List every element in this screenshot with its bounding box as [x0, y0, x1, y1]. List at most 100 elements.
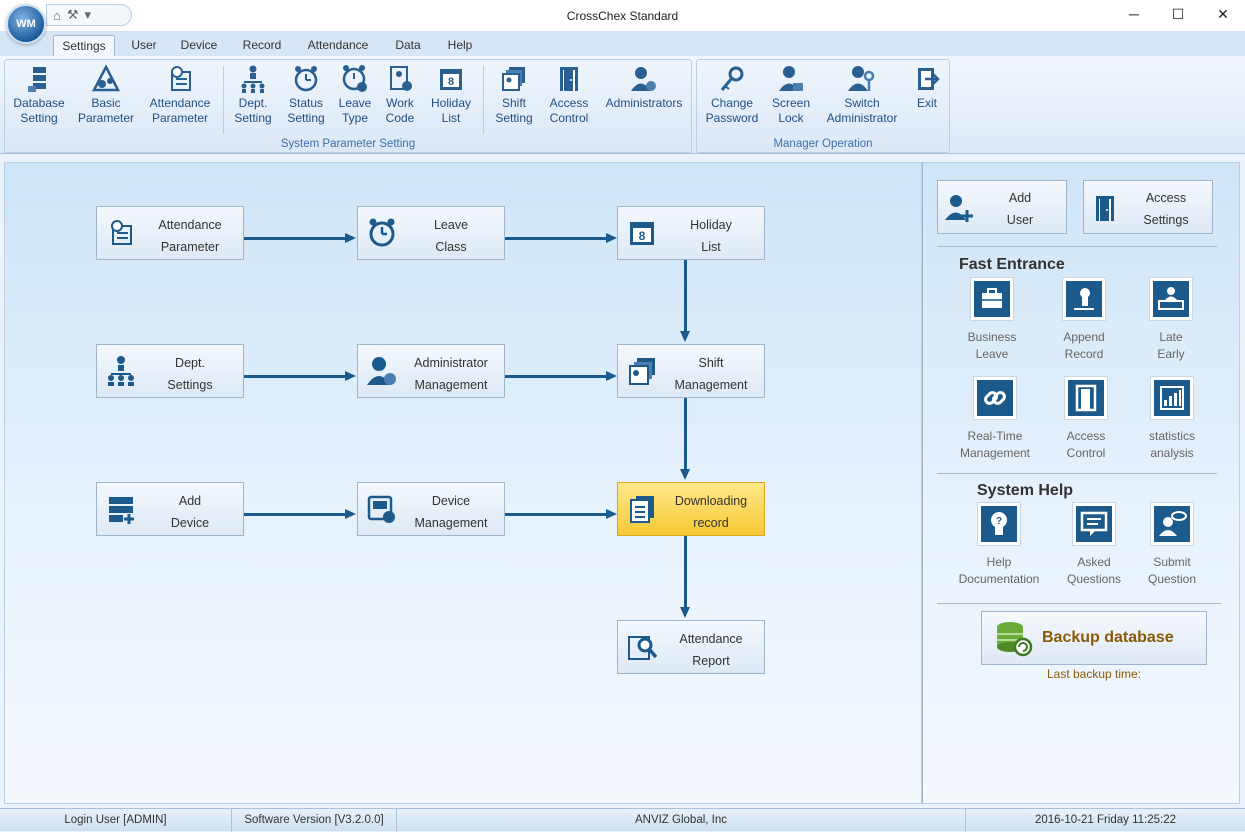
access-control-button[interactable]: Access Control [543, 64, 595, 126]
tab-settings[interactable]: Settings [53, 35, 115, 56]
status-setting-button[interactable]: Status Setting [283, 64, 329, 126]
label-line2: Setting [287, 111, 325, 125]
tab-record[interactable]: Record [242, 38, 282, 52]
tab-device[interactable]: Device [180, 38, 218, 52]
maximize-icon[interactable]: ☐ [1171, 6, 1185, 22]
label-line2: Administrator [826, 111, 898, 125]
label-line1: Administrators [605, 96, 683, 110]
fast-entrance-title: Fast Entrance [959, 256, 1065, 273]
arrow-head [345, 233, 356, 243]
report-search-icon [628, 636, 658, 660]
holiday-list-button[interactable]: 8 Holiday List [425, 64, 477, 126]
exit-button[interactable]: Exit [907, 64, 947, 111]
label-line2: Setting [234, 111, 272, 125]
software-version-status: Software Version [V3.2.0.0] [232, 809, 397, 832]
basic-parameter-button[interactable]: Basic Parameter [77, 64, 135, 126]
alarm-gear-icon [342, 65, 367, 92]
divider [937, 473, 1217, 474]
tab-help[interactable]: Help [447, 38, 473, 52]
label-line1: Screen [771, 96, 811, 110]
window-title: CrossChex Standard [566, 9, 679, 23]
home-icon[interactable]: ⌂ [53, 7, 61, 23]
admin-gear-icon [631, 67, 656, 91]
label-line2: Parameter [151, 111, 209, 125]
backup-database-button[interactable]: Backup database [981, 611, 1207, 665]
flow-dept-settings[interactable]: Dept.Settings [96, 344, 244, 398]
backup-label: Backup database [1042, 629, 1174, 646]
arrow-head [606, 371, 617, 381]
label-line1: Status [288, 96, 324, 110]
label-line1: Leave [338, 96, 372, 110]
shift-cards-icon [502, 67, 525, 91]
link-icon [973, 376, 1017, 420]
label-line1: Database [13, 96, 65, 110]
flow-arrow [684, 398, 687, 470]
chat-screen-icon [1072, 502, 1116, 546]
screen-lock-button[interactable]: Screen Lock [767, 64, 815, 126]
add-device-icon [109, 497, 134, 524]
app-logo[interactable]: WM [6, 4, 46, 44]
label-line1: Access [549, 96, 589, 110]
badge-gear-icon [390, 66, 412, 91]
attendance-parameter-button[interactable]: Attendance Parameter [145, 64, 215, 126]
tools-icon[interactable]: ⚒ [66, 7, 79, 22]
company-status: ANVIZ Global, Inc [397, 809, 966, 832]
administrators-button[interactable]: Administrators [601, 64, 687, 111]
quick-access-toolbar: ⌂ ⚒ ▾ [46, 4, 132, 26]
switch-administrator-button[interactable]: Switch Administrator [821, 64, 903, 126]
tab-attendance[interactable]: Attendance [307, 38, 369, 52]
flow-arrow [244, 375, 346, 378]
work-code-button[interactable]: Work Code [381, 64, 419, 126]
shift-setting-button[interactable]: Shift Setting [489, 64, 539, 126]
close-icon[interactable]: ✕ [1217, 6, 1229, 22]
minimize-icon[interactable]: ─ [1129, 6, 1139, 22]
door-icon [1096, 196, 1114, 221]
label-line2: Setting [20, 111, 58, 125]
calendar-icon: 8 [630, 222, 654, 245]
label-line1: Basic [91, 96, 121, 110]
flow-arrow [505, 375, 607, 378]
system-parameter-group: Database Setting Basic Parameter Attenda… [4, 59, 692, 153]
tab-data[interactable]: Data [395, 38, 421, 52]
gears-icon [91, 64, 121, 92]
label-line1: Dept. [238, 96, 268, 110]
label-line2: Parameter [77, 111, 135, 125]
label-line2: List [441, 111, 461, 125]
arrow-head [345, 509, 356, 519]
dropdown-icon[interactable]: ▾ [84, 7, 92, 22]
ribbon-separator [483, 66, 484, 134]
dept-setting-button[interactable]: Dept. Setting [229, 64, 277, 126]
last-backup-time: Last backup time: [1046, 667, 1142, 681]
divider [937, 246, 1217, 247]
label-line2: Control [549, 111, 589, 125]
tab-user[interactable]: User [131, 38, 157, 52]
login-user-status: Login User [ADMIN] [0, 809, 232, 832]
leave-type-button[interactable]: Leave Type [335, 64, 375, 126]
database-setting-button[interactable]: Database Setting [11, 64, 67, 126]
change-password-button[interactable]: Change Password [703, 64, 761, 126]
